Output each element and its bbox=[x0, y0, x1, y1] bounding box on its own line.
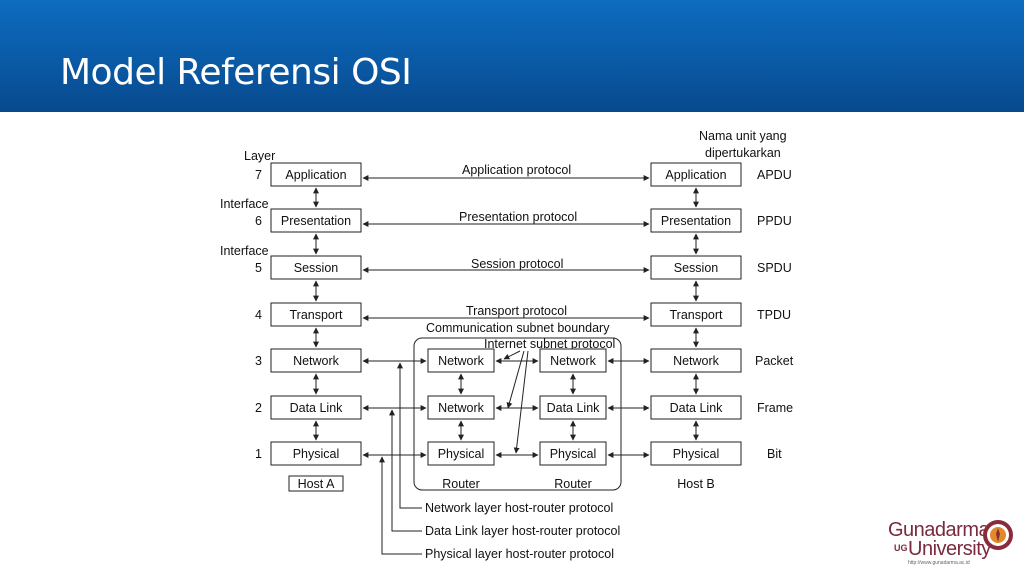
slide-title: Model Referensi OSI bbox=[60, 52, 412, 93]
host-a-stack: Application Presentation Session Transpo… bbox=[270, 162, 362, 492]
physical-host-router-leader bbox=[379, 456, 422, 555]
interface-label-65: Interface bbox=[220, 244, 269, 258]
layer-number-6: 6 bbox=[255, 214, 262, 228]
unit-header-line1: Nama unit yang bbox=[699, 129, 787, 143]
host-b-network: Network bbox=[673, 354, 720, 368]
router2-data-link: Data Link bbox=[547, 401, 601, 415]
datalink-host-router-leader bbox=[389, 409, 422, 532]
host-a-label: Host A bbox=[298, 477, 335, 491]
host-a-network: Network bbox=[293, 354, 340, 368]
unit-tpdu: TPDU bbox=[757, 308, 791, 322]
unit-packet: Packet bbox=[755, 354, 794, 368]
router2-network: Network bbox=[550, 354, 597, 368]
gunadarma-logo: Gunadarma UG University http://www.gunad… bbox=[886, 517, 1016, 569]
title-bar: Model Referensi OSI bbox=[0, 0, 1024, 112]
router-2: Network Data Link Physical Router bbox=[539, 348, 607, 491]
router-1: Network Network Physical Router bbox=[427, 348, 495, 491]
layer-number-4: 4 bbox=[255, 308, 262, 322]
university-seal-icon bbox=[983, 520, 1013, 550]
router2-label: Router bbox=[554, 477, 592, 491]
network-host-router-protocol: Network layer host-router protocol bbox=[425, 501, 613, 515]
host-b-label: Host B bbox=[677, 477, 715, 491]
layer-number-3: 3 bbox=[255, 354, 262, 368]
host-a-transport: Transport bbox=[289, 308, 343, 322]
logo-url: http://www.gunadarma.ac.id bbox=[908, 560, 970, 566]
logo-text-gunadarma: Gunadarma bbox=[888, 519, 990, 541]
transport-protocol-label: Transport protocol bbox=[466, 304, 567, 318]
logo-text-university: University bbox=[908, 538, 991, 560]
unit-ppdu: PPDU bbox=[757, 214, 792, 228]
router1-network-2: Network bbox=[438, 401, 485, 415]
host-a-presentation: Presentation bbox=[281, 214, 351, 228]
router1-physical: Physical bbox=[438, 447, 485, 461]
host-b-presentation: Presentation bbox=[661, 214, 731, 228]
host-b-stack: Application Presentation Session Transpo… bbox=[650, 162, 742, 491]
presentation-protocol-label: Presentation protocol bbox=[459, 210, 577, 224]
unit-frame: Frame bbox=[757, 401, 793, 415]
layer-header: Layer bbox=[244, 149, 275, 163]
host-a-physical: Physical bbox=[293, 447, 340, 461]
layer-number-7: 7 bbox=[255, 168, 262, 182]
internet-subnet-protocol-label: Internet subnet protocol bbox=[484, 337, 615, 351]
host-b-physical: Physical bbox=[673, 447, 720, 461]
router1-label: Router bbox=[442, 477, 480, 491]
communication-subnet-boundary bbox=[413, 337, 622, 491]
application-protocol-label: Application protocol bbox=[462, 163, 571, 177]
layer-number-5: 5 bbox=[255, 261, 262, 275]
host-b-application: Application bbox=[665, 168, 726, 182]
unit-spdu: SPDU bbox=[757, 261, 792, 275]
host-b-transport: Transport bbox=[669, 308, 723, 322]
datalink-host-router-protocol: Data Link layer host-router protocol bbox=[425, 524, 620, 538]
host-b-data-link: Data Link bbox=[670, 401, 724, 415]
layer-number-2: 2 bbox=[255, 401, 262, 415]
layer-number-1: 1 bbox=[255, 447, 262, 461]
host-b-session: Session bbox=[674, 261, 719, 275]
subnet-boundary-label: Communication subnet boundary bbox=[426, 321, 610, 335]
unit-apdu: APDU bbox=[757, 168, 792, 182]
router2-physical: Physical bbox=[550, 447, 597, 461]
interface-label-76: Interface bbox=[220, 197, 269, 211]
router1-network: Network bbox=[438, 354, 485, 368]
unit-header-line2: dipertukarkan bbox=[705, 146, 781, 160]
logo-text-ug: UG bbox=[894, 543, 908, 553]
session-protocol-label: Session protocol bbox=[471, 257, 563, 271]
osi-diagram: Layer Nama unit yang dipertukarkan Inter… bbox=[220, 129, 794, 561]
host-a-application: Application bbox=[285, 168, 346, 182]
unit-bit: Bit bbox=[767, 447, 782, 461]
host-a-data-link: Data Link bbox=[290, 401, 344, 415]
host-a-session: Session bbox=[294, 261, 339, 275]
physical-host-router-protocol: Physical layer host-router protocol bbox=[425, 547, 614, 561]
network-host-router-leader bbox=[397, 362, 422, 509]
